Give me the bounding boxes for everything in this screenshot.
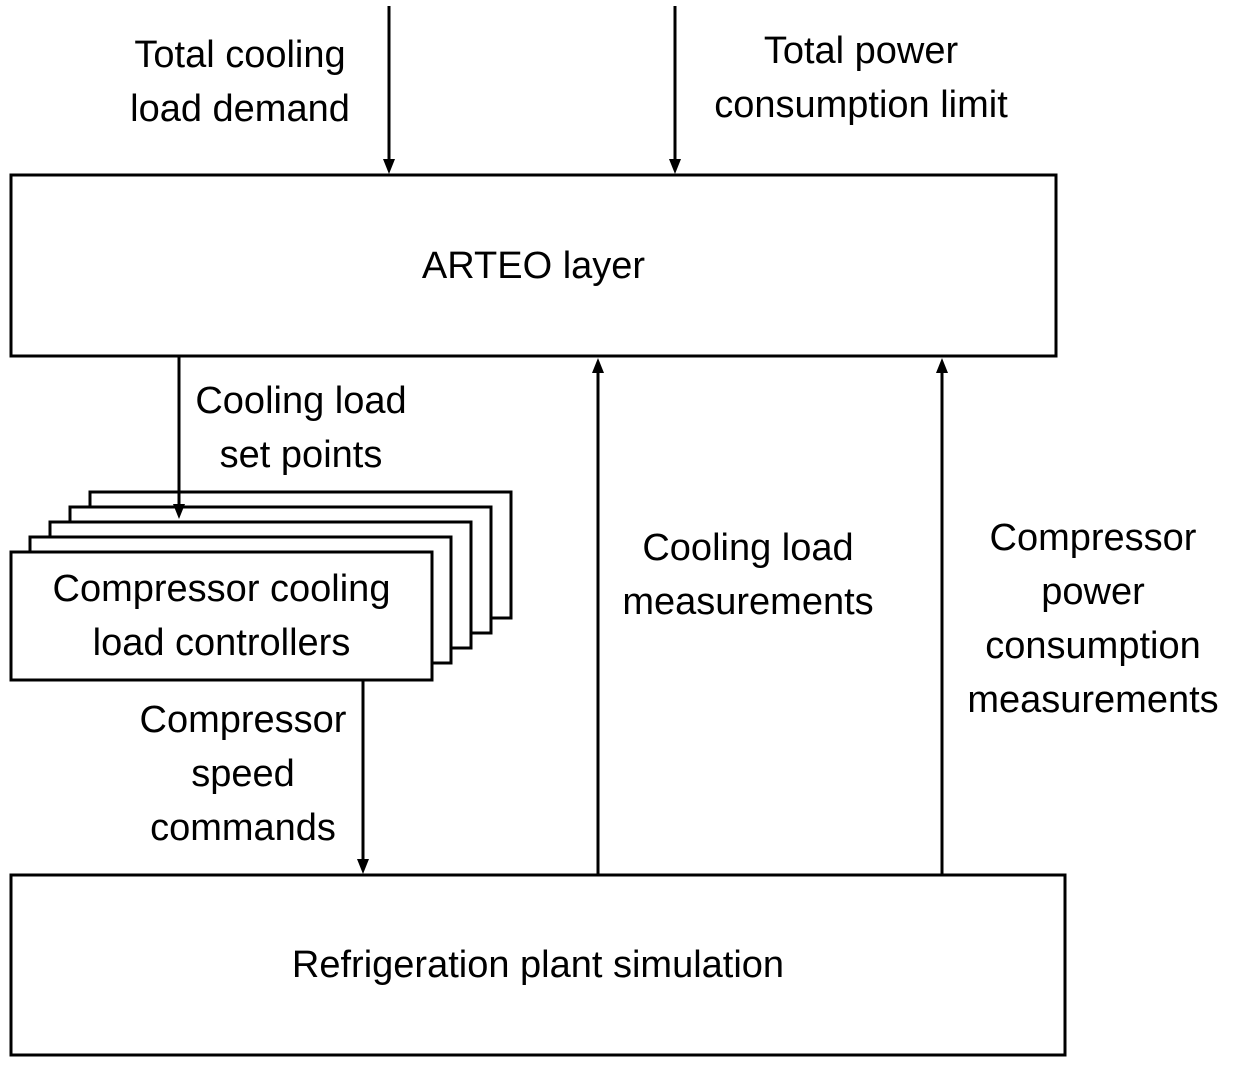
total-power-limit-label: Total power consumption limit [714,30,1008,126]
arrowhead-total-cooling-load-demand [383,159,395,174]
arrowhead-total-power-limit [669,159,681,174]
total-cooling-load-demand-label: Total cooling load demand [130,34,350,130]
compressor-speed-commands-label: Compressor speed commands [139,699,347,849]
arteo-layer-label: ARTEO layer [421,244,646,287]
plant-label: Refrigeration plant simulation [291,944,785,986]
controllers-box [9,550,434,682]
cooling-load-measurements-label: Cooling load measurements [622,527,874,623]
arrowhead-compressor-power-measurements [936,358,948,373]
plant-box [9,873,1067,1057]
arrowhead-cooling-load-set-points [173,504,185,519]
compressor-power-measurements-label: Compressor power consumption measurement… [967,517,1219,721]
arteo-layer-box [9,173,1058,358]
arrowhead-compressor-speed-commands [357,859,369,874]
arrowhead-cooling-load-measurements [592,358,604,373]
cooling-load-set-points-label: Cooling load set points [195,380,407,476]
controllers-label: Compressor cooling load controllers [52,568,391,664]
